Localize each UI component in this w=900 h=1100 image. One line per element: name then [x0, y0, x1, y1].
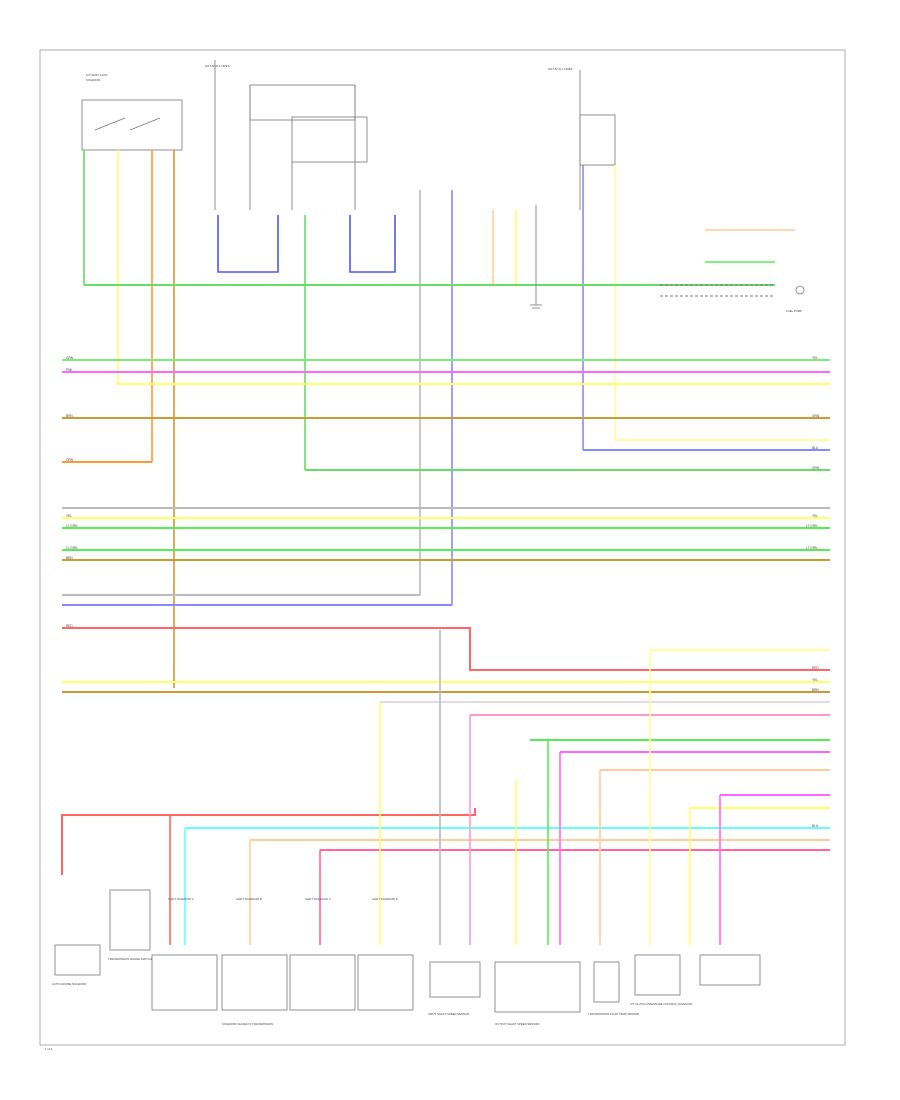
solenoid-group-label: SOLENOID VALVES IN TRANSMISSION [222, 1022, 273, 1026]
bottom-vertical-wires [169, 630, 721, 945]
svg-text:BRN: BRN [66, 556, 73, 560]
svg-text:A/T SHIFT LOCK: A/T SHIFT LOCK [86, 73, 108, 77]
svg-text:RED: RED [66, 624, 73, 628]
svg-text:TRANSMISSION RANGE SWITCH: TRANSMISSION RANGE SWITCH [108, 957, 152, 961]
fuel-pump-label: FUEL PUMP [786, 309, 802, 313]
svg-text:GRN: GRN [812, 466, 820, 470]
svg-text:YEL: YEL [812, 356, 818, 360]
svg-text:GRN: GRN [66, 356, 74, 360]
component-pressure-solenoid [634, 954, 681, 996]
page-number: 1 of 2 [45, 1047, 52, 1051]
fuse-label-left: HOT AT ALL TIMES [205, 64, 230, 68]
component-output-sensor [494, 961, 581, 1013]
svg-text:INPUT SHAFT SPEED SENSOR: INPUT SHAFT SPEED SENSOR [428, 1012, 469, 1016]
svg-text:SHIFT SOLENOID B: SHIFT SOLENOID B [236, 897, 262, 901]
fuse-label-right: HOT AT ALL TIMES [548, 67, 573, 71]
svg-text:RED: RED [812, 666, 819, 670]
svg-text:YEL: YEL [66, 514, 72, 518]
svg-text:PNK: PNK [66, 368, 73, 372]
component-temp-sensor [593, 961, 620, 1003]
svg-text:GRN: GRN [812, 414, 820, 418]
svg-text:TRANSMISSION FLUID TEMP SENSOR: TRANSMISSION FLUID TEMP SENSOR [588, 1012, 639, 1016]
svg-text:SHIFT SOLENOID A: SHIFT SOLENOID A [168, 897, 194, 901]
svg-text:AUTO-CRUISE SOLENOID: AUTO-CRUISE SOLENOID [52, 982, 86, 986]
svg-text:SHIFT SOLENOID C: SHIFT SOLENOID C [305, 897, 331, 901]
ground-symbol [530, 205, 542, 309]
component-solenoid-c [289, 954, 356, 1011]
component-input-sensor [429, 961, 481, 998]
bottom-component-labels: AUTO-CRUISE SOLENOID TRANSMISSION RANGE … [52, 897, 692, 1026]
svg-text:YEL: YEL [812, 678, 818, 682]
horizontal-bus-wires [61, 284, 830, 875]
svg-text:YEL: YEL [812, 514, 818, 518]
svg-text:LT GRN: LT GRN [806, 524, 818, 528]
left-connector-labels: GRN PNK BRN ORN RED YEL LT GRN LT GRN BR… [66, 356, 78, 628]
top-left-switch-box: A/T SHIFT LOCK SOLENOID [81, 73, 183, 151]
svg-text:LT GRN: LT GRN [806, 546, 818, 550]
component-solenoid-b [221, 954, 288, 1011]
svg-text:ORN: ORN [66, 458, 74, 462]
component-solenoid-d [357, 954, 414, 1011]
svg-text:LT GRN: LT GRN [66, 546, 78, 550]
component-solenoid-a [151, 954, 218, 1011]
svg-text:OUTPUT SHAFT SPEED SENSOR: OUTPUT SHAFT SPEED SENSOR [495, 1022, 539, 1026]
svg-text:BRN: BRN [812, 688, 819, 692]
component-auto-cruise [54, 944, 101, 976]
component-right-sensor [699, 954, 761, 986]
svg-text:LT GRN: LT GRN [66, 524, 78, 528]
fuel-pump-area: FUEL PUMP [660, 229, 805, 313]
relay-box [214, 60, 616, 210]
svg-text:SHIFT SOLENOID D: SHIFT SOLENOID D [372, 897, 398, 901]
svg-text:BRN: BRN [66, 414, 73, 418]
component-range-switch [109, 889, 151, 951]
bottom-components [54, 889, 761, 1013]
svg-text:BLU: BLU [812, 824, 819, 828]
svg-text:A/T CLUTCH PRESSURE CONTROL SO: A/T CLUTCH PRESSURE CONTROL SOLENOID [630, 1002, 692, 1006]
right-connector-labels: YEL GRN BLU GRN YEL LT GRN LT GRN RED YE… [806, 356, 820, 828]
svg-text:SOLENOID: SOLENOID [86, 78, 100, 82]
diagram-frame [39, 49, 846, 1046]
svg-text:BLU: BLU [812, 446, 819, 450]
